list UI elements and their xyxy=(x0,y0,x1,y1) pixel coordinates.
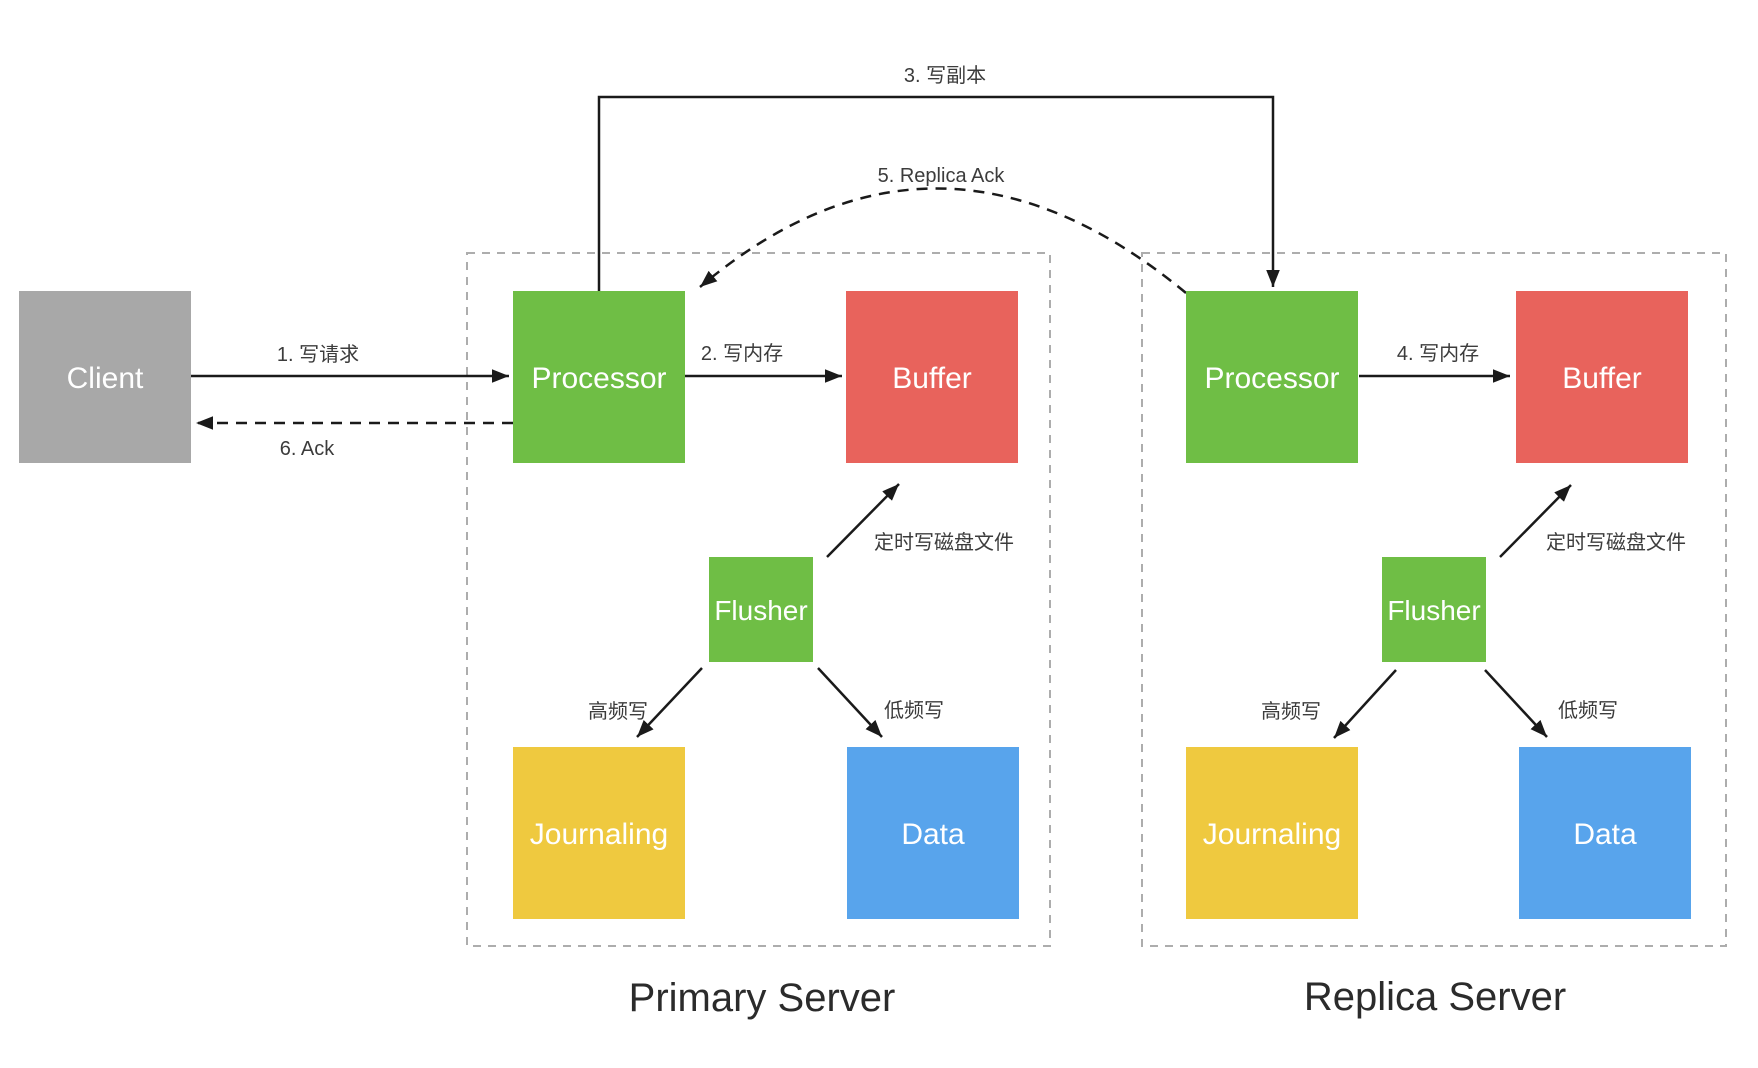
replica-journaling-box xyxy=(1186,747,1358,919)
replica-high-freq-label: 高频写 xyxy=(1261,700,1321,723)
primary-high-freq-label: 高频写 xyxy=(588,700,648,723)
client-node: Client xyxy=(19,291,191,463)
replica-processor-node: Processor xyxy=(1186,291,1358,463)
client-label: Client xyxy=(67,362,144,395)
replica-server-title: Replica Server xyxy=(1304,975,1566,1019)
primary-timed-disk-write-arrow xyxy=(826,483,900,558)
replica-buffer-node: Buffer xyxy=(1516,291,1688,463)
replica-data-label: Data xyxy=(1573,818,1637,851)
replica-data-node: Data xyxy=(1519,747,1691,919)
primary-flusher-node: Flusher xyxy=(709,557,813,662)
replica-server: Processor 4. 写内存 Buffer Flusher 定时写磁盘文件 … xyxy=(1186,291,1691,1019)
primary-flusher-label: Flusher xyxy=(714,595,807,626)
primary-data-node: Data xyxy=(847,747,1019,919)
replica-flusher-label: Flusher xyxy=(1387,595,1480,626)
primary-buffer-label: Buffer xyxy=(892,362,972,395)
primary-buffer-node: Buffer xyxy=(846,291,1018,463)
replica-processor-label: Processor xyxy=(1204,362,1339,395)
replica-server-frame xyxy=(1141,252,1727,947)
primary-server: Processor 2. 写内存 Buffer Flusher 定时写磁盘文件 … xyxy=(513,291,1019,1020)
primary-high-freq-arrow xyxy=(636,667,703,738)
replica-ack-arrow xyxy=(699,187,1187,294)
primary-flusher-box xyxy=(709,557,813,662)
primary-processor-label: Processor xyxy=(531,362,666,395)
primary-journaling-node: Journaling xyxy=(513,747,685,919)
primary-journaling-box xyxy=(513,747,685,919)
replica-processor-box xyxy=(1186,291,1358,463)
replica-data-box xyxy=(1519,747,1691,919)
replica-timed-disk-write-arrow xyxy=(1499,484,1572,558)
replica-high-freq-arrow xyxy=(1333,669,1397,739)
primary-processor-box xyxy=(513,291,685,463)
primary-server-frame xyxy=(466,252,1051,947)
replica-buffer-label: Buffer xyxy=(1562,362,1642,395)
primary-server-title: Primary Server xyxy=(629,976,896,1020)
client-box xyxy=(19,291,191,463)
ack-label: 6. Ack xyxy=(280,438,335,460)
primary-timed-disk-write-label: 定时写磁盘文件 xyxy=(874,531,1014,554)
replica-write-memory-label: 4. 写内存 xyxy=(1397,342,1479,365)
replica-flusher-node: Flusher xyxy=(1382,557,1486,662)
write-replica-arrow xyxy=(597,95,1280,291)
primary-write-memory-label: 2. 写内存 xyxy=(701,342,783,365)
primary-low-freq-arrow xyxy=(817,667,883,738)
primary-low-freq-label: 低频写 xyxy=(884,699,944,722)
primary-buffer-box xyxy=(846,291,1018,463)
write-request-label: 1. 写请求 xyxy=(277,343,359,366)
replica-flusher-box xyxy=(1382,557,1486,662)
replica-low-freq-label: 低频写 xyxy=(1558,699,1618,722)
primary-data-box xyxy=(847,747,1019,919)
primary-data-label: Data xyxy=(901,818,965,851)
replica-buffer-box xyxy=(1516,291,1688,463)
write-replica-label: 3. 写副本 xyxy=(904,64,986,87)
replica-low-freq-arrow xyxy=(1484,669,1548,738)
replica-journaling-node: Journaling xyxy=(1186,747,1358,919)
replica-ack-label: 5. Replica Ack xyxy=(878,165,1006,187)
primary-processor-node: Processor xyxy=(513,291,685,463)
replica-timed-disk-write-label: 定时写磁盘文件 xyxy=(1546,531,1686,554)
replica-journaling-label: Journaling xyxy=(1203,818,1341,851)
primary-journaling-label: Journaling xyxy=(530,818,668,851)
